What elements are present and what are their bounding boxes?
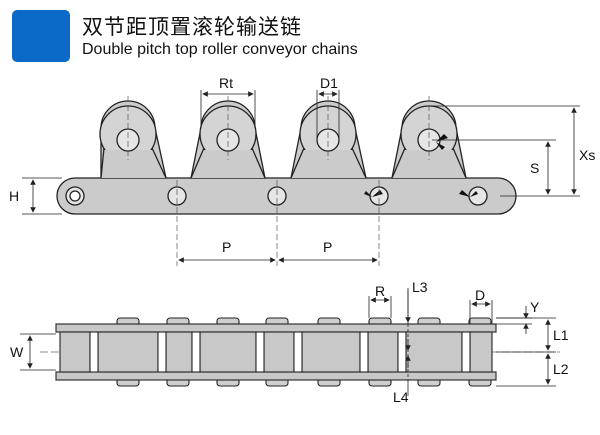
- dim-label-d1: D1: [320, 75, 338, 91]
- pin-hole-3: [267, 186, 287, 206]
- dim-label-p-2: P: [323, 239, 332, 255]
- side-plate-bottom: [55, 371, 497, 381]
- side-dimensions: [22, 90, 580, 263]
- dim-label-l3: L3: [412, 279, 428, 295]
- blue-badge: [12, 10, 70, 62]
- plan-view: [40, 317, 560, 387]
- dim-label-y: Y: [530, 299, 540, 315]
- dim-label-l1: L1: [553, 327, 569, 343]
- dim-label-l2: L2: [553, 361, 569, 377]
- dim-label-p-1: P: [222, 239, 231, 255]
- side-view: [56, 100, 517, 215]
- dim-label-s: S: [530, 160, 539, 176]
- side-centerlines: [127, 96, 430, 266]
- dim-label-r: R: [375, 283, 385, 299]
- dim-label-h: H: [9, 188, 19, 204]
- side-plate-top: [55, 323, 497, 333]
- dim-label-l4: L4: [393, 389, 409, 405]
- title-chinese: 双节距顶置滚轮输送链: [82, 15, 302, 39]
- dim-label-xs: Xs: [579, 147, 595, 163]
- dim-label-rt: Rt: [219, 75, 233, 91]
- pin-hole-2: [167, 186, 187, 206]
- pin-hole-5: [468, 186, 488, 206]
- title-english: Double pitch top roller conveyor chains: [82, 41, 358, 58]
- plan-dimensions: [20, 288, 556, 396]
- dim-label-d: D: [475, 287, 485, 303]
- dim-label-w: W: [10, 344, 24, 360]
